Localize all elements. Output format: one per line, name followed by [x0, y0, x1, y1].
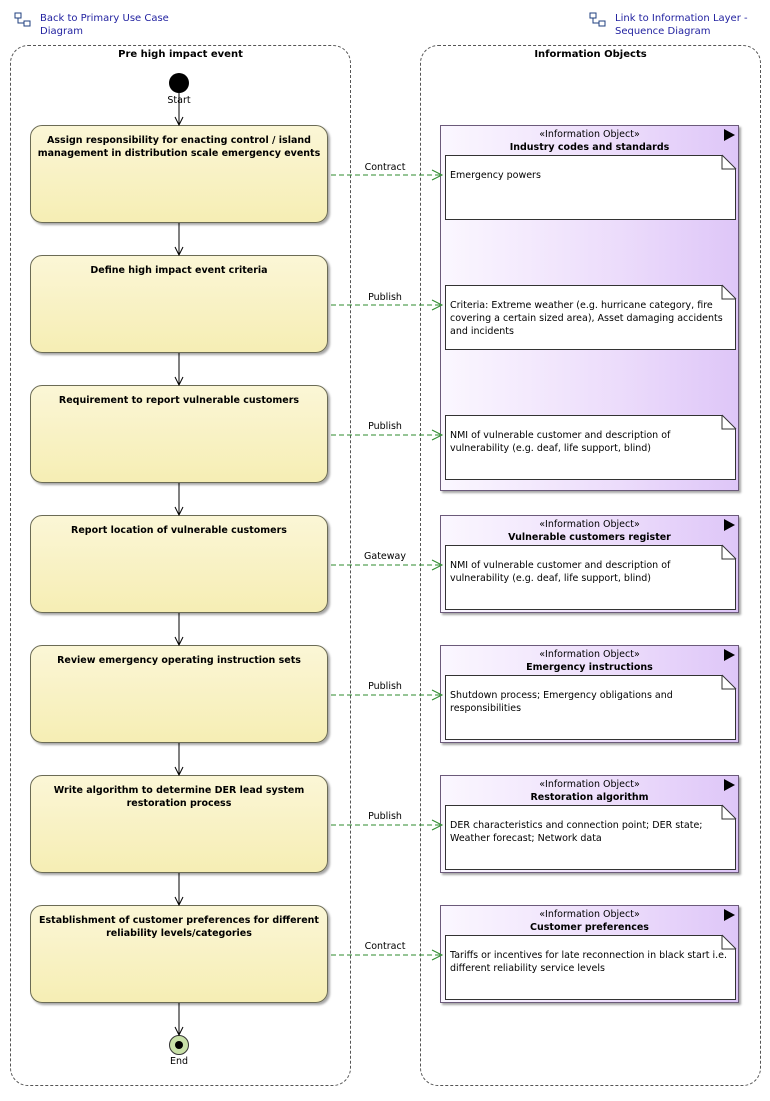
activity-requirement-report[interactable]: Requirement to report vulnerable custome… — [30, 385, 328, 483]
note-fold-corner — [721, 675, 736, 690]
stereotype-label: «Information Object» — [539, 519, 640, 530]
stereotype-label: «Information Object» — [539, 909, 640, 920]
object-flow-arrowhead — [431, 299, 444, 311]
note-nmi-register: NMI of vulnerable customer and descripti… — [445, 545, 736, 610]
diagram-link-icon — [589, 12, 606, 27]
flow-label: Publish — [368, 681, 402, 692]
info-object-name: Customer preferences — [530, 922, 649, 933]
note-fold-corner — [721, 155, 736, 170]
control-flow-arrowhead — [174, 766, 184, 777]
flag-icon — [724, 129, 735, 141]
object-flow-arrowhead — [431, 949, 444, 961]
control-flow-arrowhead — [174, 636, 184, 647]
flow-label: Contract — [364, 941, 406, 952]
info-object-name: Restoration algorithm — [530, 792, 649, 803]
note-fold-corner — [721, 545, 736, 560]
stereotype-label: «Information Object» — [539, 649, 640, 660]
control-flow-arrowhead — [174, 896, 184, 907]
flag-icon — [724, 909, 735, 921]
flag-icon — [724, 779, 735, 791]
info-object-name: Emergency instructions — [526, 662, 653, 673]
control-flow-arrowhead — [174, 506, 184, 517]
note-shutdown-process: Shutdown process; Emergency obligations … — [445, 675, 736, 740]
note-emergency-powers: Emergency powers — [445, 155, 736, 220]
diagram-link-icon — [14, 12, 31, 27]
information-layer-sequence-link[interactable]: Link to Information Layer - Sequence Dia… — [589, 12, 755, 38]
note-tariffs: Tariffs or incentives for late reconnect… — [445, 935, 736, 1000]
note-fold-edge — [721, 934, 737, 950]
flag-icon — [724, 519, 735, 531]
lane-title: Information Objects — [534, 49, 647, 60]
flow-label: Gateway — [364, 551, 406, 562]
info-object-name: Industry codes and standards — [509, 142, 670, 153]
flow-label: Contract — [364, 162, 406, 173]
flag-icon — [724, 649, 735, 661]
control-flow-arrowhead — [174, 1026, 184, 1037]
object-flow-arrowhead — [431, 559, 444, 571]
flow-label: Publish — [368, 292, 402, 303]
back-link-label: Back to Primary Use Case Diagram — [40, 13, 169, 37]
note-fold-edge — [721, 284, 737, 300]
back-to-primary-use-case-link[interactable]: Back to Primary Use Case Diagram — [14, 12, 170, 38]
note-der-characteristics: DER characteristics and connection point… — [445, 805, 736, 870]
note-criteria: Criteria: Extreme weather (e.g. hurrican… — [445, 285, 736, 350]
note-fold-edge — [721, 674, 737, 690]
object-flow-arrowhead — [431, 169, 444, 181]
stereotype-label: «Information Object» — [539, 779, 640, 790]
note-fold-edge — [721, 804, 737, 820]
note-fold-edge — [721, 544, 737, 560]
lane-title: Pre high impact event — [118, 49, 243, 60]
note-fold-corner — [721, 805, 736, 820]
activity-customer-preferences[interactable]: Establishment of customer preferences fo… — [30, 905, 328, 1003]
info-link-label: Link to Information Layer - Sequence Dia… — [615, 13, 748, 37]
end-label: End — [169, 1056, 189, 1067]
flow-label: Publish — [368, 811, 402, 822]
object-flow-arrowhead — [431, 429, 444, 441]
note-fold-edge — [721, 154, 737, 170]
note-fold-corner — [721, 285, 736, 300]
info-object-name: Vulnerable customers register — [508, 532, 671, 543]
note-nmi-vulnerable: NMI of vulnerable customer and descripti… — [445, 415, 736, 480]
note-fold-corner — [721, 415, 736, 430]
activity-define-criteria[interactable]: Define high impact event criteria — [30, 255, 328, 353]
control-flow-arrowhead — [174, 246, 184, 257]
control-flow-arrowhead — [174, 116, 184, 127]
note-fold-edge — [721, 414, 737, 430]
start-node[interactable] — [169, 73, 189, 93]
activity-review-instructions[interactable]: Review emergency operating instruction s… — [30, 645, 328, 743]
object-flow-arrowhead — [431, 819, 444, 831]
stereotype-label: «Information Object» — [539, 129, 640, 140]
object-flow-arrowhead — [431, 689, 444, 701]
note-fold-corner — [721, 935, 736, 950]
control-flow-arrowhead — [174, 376, 184, 387]
activity-write-algorithm[interactable]: Write algorithm to determine DER lead sy… — [30, 775, 328, 873]
flow-label: Publish — [368, 421, 402, 432]
